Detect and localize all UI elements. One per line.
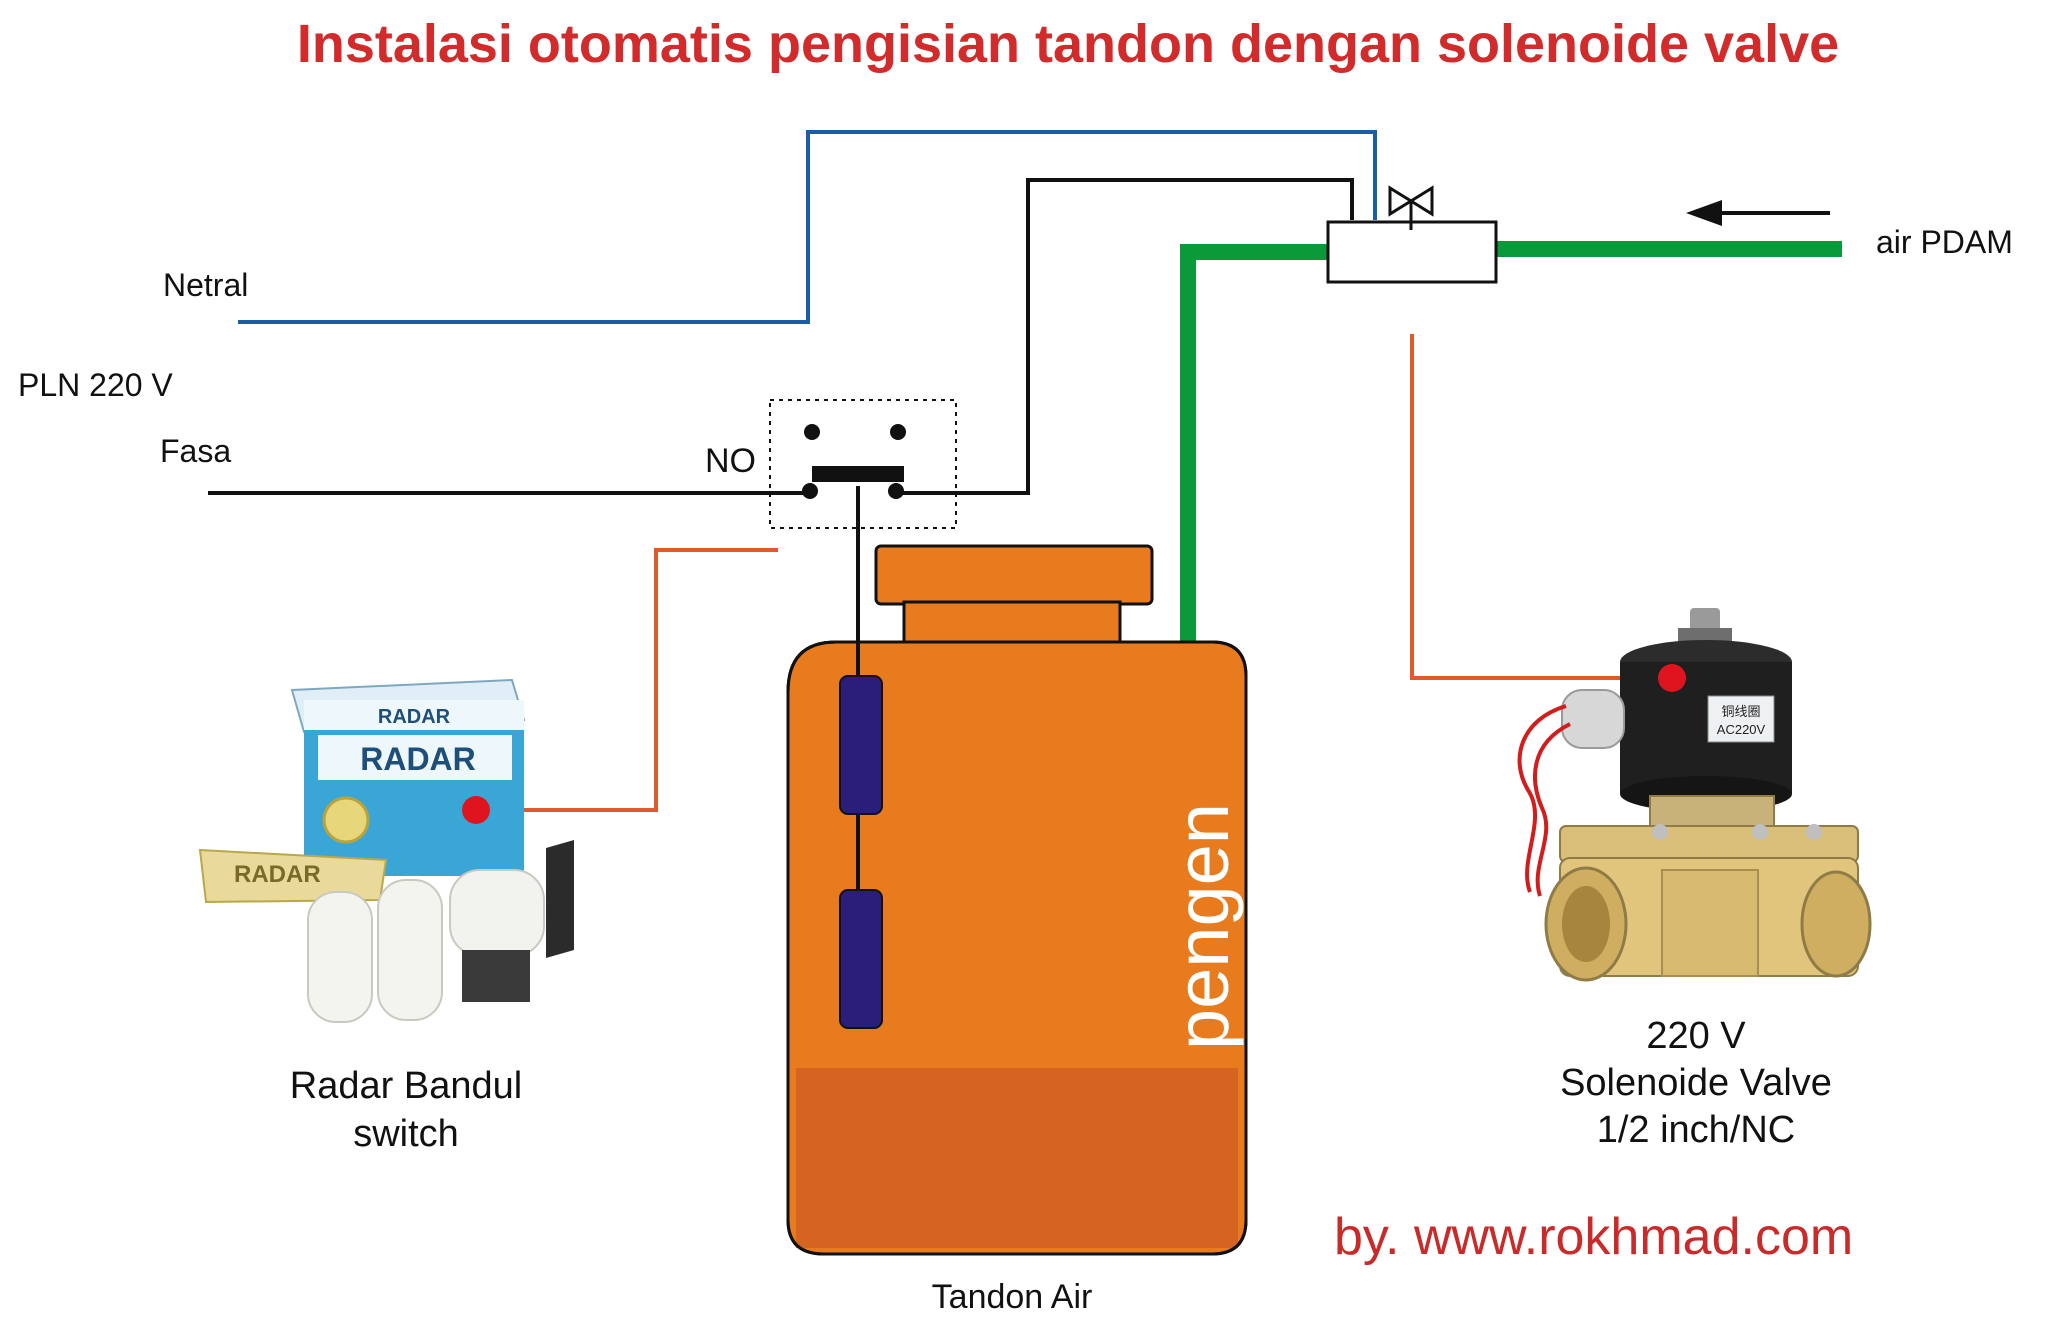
valve-caption-line1: 220 V [1646, 1015, 1746, 1057]
radar-caption-line2: switch [353, 1113, 459, 1155]
float-switch-contact [769, 399, 957, 529]
valve-caption-line2: Solenoide Valve [1560, 1062, 1832, 1104]
valve-caption-line3: 1/2 inch/NC [1597, 1109, 1796, 1151]
tank-side-label: pengen [1161, 803, 1244, 1050]
valve-symbol [1326, 185, 1498, 284]
neutral-wire [238, 130, 1377, 324]
float-lower [839, 889, 883, 1029]
coil-label-line2: AC220V [1717, 722, 1766, 737]
contact-terminal [802, 483, 818, 499]
solenoid-pointer-dot [1658, 664, 1686, 692]
float-upper [839, 675, 883, 815]
netral-label: Netral [163, 267, 248, 303]
radar-float-switch-image: RADAR RADAR RADAR [198, 678, 574, 1023]
tank-water-level [796, 1068, 1238, 1248]
water-tank [786, 544, 1248, 1256]
pln-label: PLN 220 V [18, 367, 173, 403]
tank-fill-pipe [1180, 244, 1328, 682]
contact-terminal [804, 424, 820, 440]
diagram-title: Instalasi otomatis pengisian tandon deng… [297, 14, 1839, 74]
radar-box-brand-large: RADAR [360, 741, 476, 777]
coil-label-line1: 铜线圈 [1721, 704, 1760, 719]
tank-caption: Tandon Air [932, 1278, 1093, 1316]
radar-pointer-line [476, 548, 778, 812]
fasa-label: Fasa [160, 433, 231, 469]
solenoid-pointer-line [1410, 334, 1672, 680]
radar-pointer-dot [462, 796, 490, 824]
solenoid-valve-image: 铜线圈 AC220V [1517, 608, 1872, 982]
author-credit: by. www.rokhmad.com [1334, 1208, 1853, 1266]
radar-box-brand: RADAR [378, 706, 451, 728]
contact-terminal [888, 483, 904, 499]
flow-direction-arrow-icon [1686, 200, 1830, 226]
contact-terminal [890, 424, 906, 440]
radar-caption-line1: Radar Bandul [290, 1065, 522, 1107]
air-pdam-label: air PDAM [1876, 224, 2013, 260]
phase-wire-to-valve [898, 178, 1354, 495]
radar-sticker-brand: RADAR [234, 861, 321, 888]
contact-bar [812, 466, 904, 482]
no-label: NO [705, 442, 756, 480]
